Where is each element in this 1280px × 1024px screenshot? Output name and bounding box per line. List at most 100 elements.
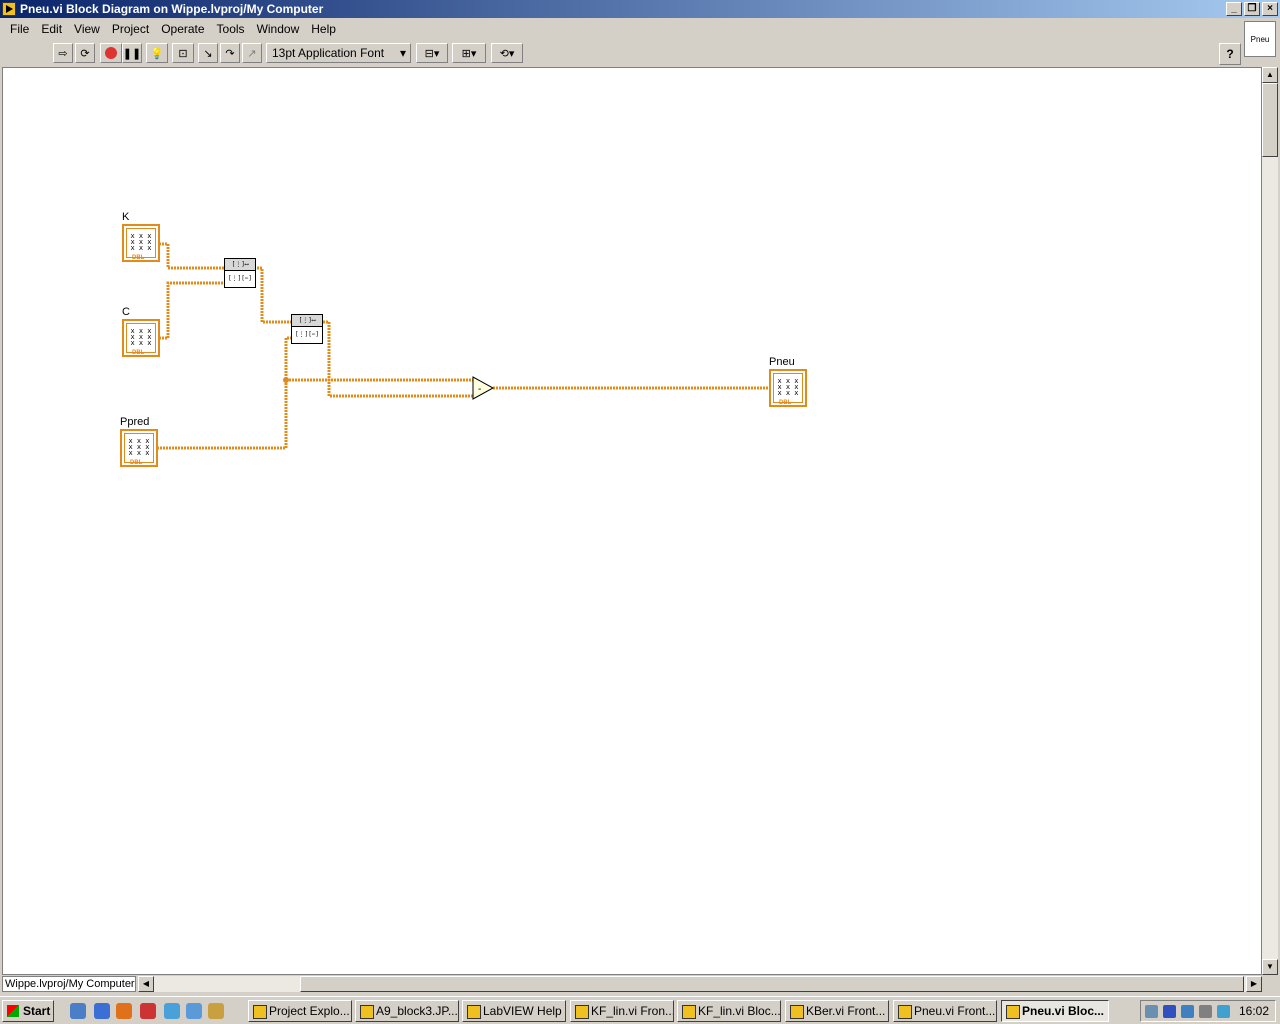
node-body: [⋮][⋯] xyxy=(294,331,320,338)
step-out-icon[interactable]: ↗ xyxy=(242,43,262,63)
quicklaunch-desktop-icon[interactable] xyxy=(70,1003,86,1019)
terminal-c-type: DBL xyxy=(132,350,145,356)
font-select-value: 13pt Application Font xyxy=(272,46,385,60)
taskbar: Start Project Explo... A9_block3.JP... L… xyxy=(0,996,1280,1024)
subtract-symbol: - xyxy=(478,384,481,395)
scroll-left-icon[interactable]: ◀ xyxy=(138,976,154,992)
start-label: Start xyxy=(23,1004,51,1018)
distribute-objects-icon[interactable]: ⊞▾ xyxy=(452,43,486,63)
task-pneu-block[interactable]: Pneu.vi Bloc... xyxy=(1001,1000,1109,1022)
pause-icon[interactable]: ❚❚ xyxy=(122,43,142,63)
tray-volume-icon[interactable] xyxy=(1199,1005,1212,1018)
tray-connection-icon[interactable] xyxy=(1181,1005,1194,1018)
terminal-k-label: K xyxy=(122,211,130,223)
wire-product1[interactable] xyxy=(257,266,293,324)
horizontal-scroll-thumb[interactable] xyxy=(300,976,1244,992)
task-a9-block3[interactable]: A9_block3.JP... xyxy=(355,1000,459,1022)
vertical-scroll-thumb[interactable] xyxy=(1262,83,1278,157)
reorder-icon[interactable]: ⟲▾ xyxy=(491,43,523,63)
window-title: Pneu.vi Block Diagram on Wippe.lvproj/My… xyxy=(20,2,324,16)
node-body: [⋮][⋯] xyxy=(227,275,253,282)
clock: 16:02 xyxy=(1238,1004,1269,1018)
step-over-icon[interactable]: ↷ xyxy=(220,43,240,63)
scroll-up-icon[interactable]: ▲ xyxy=(1262,67,1278,83)
run-continuously-icon[interactable]: ⟳ xyxy=(75,43,95,63)
menu-project[interactable]: Project xyxy=(111,22,150,36)
menu-window[interactable]: Window xyxy=(256,22,300,36)
minimize-button[interactable]: _ xyxy=(1226,2,1242,16)
tray-network-icon[interactable] xyxy=(1145,1005,1158,1018)
wire-k[interactable] xyxy=(159,242,225,270)
quicklaunch-media-icon[interactable] xyxy=(140,1003,156,1019)
menu-tools[interactable]: Tools xyxy=(216,22,245,36)
task-project-explorer[interactable]: Project Explo... xyxy=(248,1000,352,1022)
vi-icon[interactable]: Pneu xyxy=(1244,21,1276,57)
wire-c[interactable] xyxy=(159,281,225,340)
quicklaunch-tool-icon[interactable] xyxy=(208,1003,224,1019)
menu-view[interactable]: View xyxy=(74,22,100,36)
menu-bar: File Edit View Project Operate Tools Win… xyxy=(0,19,1240,39)
terminal-c-label: C xyxy=(122,306,130,318)
wire-ppred[interactable] xyxy=(157,336,293,450)
task-kf-lin-front[interactable]: KF_lin.vi Fron... xyxy=(570,1000,674,1022)
retain-wire-values-icon[interactable]: ⊡ xyxy=(172,43,194,63)
wire-junction xyxy=(283,377,289,383)
project-path: Wippe.lvproj/My Computer xyxy=(2,976,136,992)
scroll-right-icon[interactable]: ▶ xyxy=(1246,976,1262,992)
scroll-down-icon[interactable]: ▼ xyxy=(1262,959,1278,975)
menu-file[interactable]: File xyxy=(10,22,30,36)
subtract-node[interactable]: - xyxy=(472,376,495,400)
close-button[interactable]: × xyxy=(1262,2,1278,16)
terminal-pneu-label: Pneu xyxy=(769,356,795,368)
node-header: [⋮]⟷ xyxy=(292,315,322,327)
help-label: ? xyxy=(1226,47,1234,61)
terminal-pneu-type: DBL xyxy=(779,400,792,406)
context-help-button[interactable]: ? xyxy=(1219,43,1241,65)
step-into-icon[interactable]: ↘ xyxy=(198,43,218,63)
vertical-scrollbar[interactable]: ▲ ▼ xyxy=(1262,67,1278,975)
labview-app-icon[interactable] xyxy=(2,2,16,16)
tray-antivirus-icon[interactable] xyxy=(1163,1005,1176,1018)
abort-icon[interactable] xyxy=(100,43,122,63)
quicklaunch-ie-icon[interactable] xyxy=(94,1003,110,1019)
task-pneu-front[interactable]: Pneu.vi Front... xyxy=(893,1000,997,1022)
font-select[interactable]: 13pt Application Font xyxy=(266,43,411,63)
wire-product2[interactable] xyxy=(323,320,473,398)
run-icon[interactable]: ⇨ xyxy=(53,43,73,63)
toolbar: ⇨ ⟳ ❚❚ 💡 ⊡ ↘ ↷ ↗ 13pt Application Font ⊟… xyxy=(0,40,1244,66)
system-tray: 16:02 xyxy=(1140,1000,1276,1022)
terminal-ppred-label: Ppred xyxy=(120,416,150,428)
menu-edit[interactable]: Edit xyxy=(41,22,63,36)
task-kber-front[interactable]: KBer.vi Front... xyxy=(785,1000,889,1022)
menu-operate[interactable]: Operate xyxy=(161,22,205,36)
quicklaunch-firefox-icon[interactable] xyxy=(116,1003,132,1019)
wires: - xyxy=(157,242,773,450)
tray-update-icon[interactable] xyxy=(1217,1005,1230,1018)
quicklaunch-help-icon[interactable] xyxy=(186,1003,202,1019)
quicklaunch-messenger-icon[interactable] xyxy=(164,1003,180,1019)
menu-help[interactable]: Help xyxy=(311,22,336,36)
task-labview-help[interactable]: LabVIEW Help xyxy=(462,1000,566,1022)
terminal-k-type: DBL xyxy=(132,255,145,261)
matrix-multiply-node-2[interactable]: [⋮]⟷ [⋮][⋯] xyxy=(291,314,323,344)
start-button[interactable]: Start xyxy=(2,1000,54,1022)
status-bar: Wippe.lvproj/My Computer ◀ ▶ xyxy=(0,976,1280,992)
node-header: [⋮]⟷ xyxy=(225,259,255,271)
restore-button[interactable]: ❐ xyxy=(1244,2,1260,16)
highlight-execution-icon[interactable]: 💡 xyxy=(146,43,168,63)
terminal-ppred-type: DBL xyxy=(130,460,143,466)
window-controls: _ ❐ × xyxy=(1226,2,1278,16)
align-objects-icon[interactable]: ⊟▾ xyxy=(416,43,448,63)
task-kf-lin-block[interactable]: KF_lin.vi Bloc... xyxy=(677,1000,781,1022)
matrix-multiply-node-1[interactable]: [⋮]⟷ [⋮][⋯] xyxy=(224,258,256,288)
horizontal-scrollbar[interactable]: ◀ ▶ xyxy=(138,976,1262,992)
